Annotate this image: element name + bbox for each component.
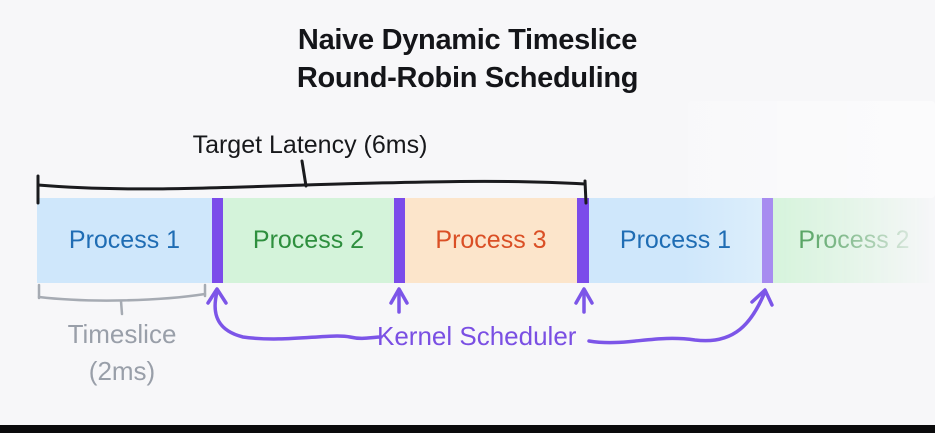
- bottom-border: [0, 425, 935, 433]
- timeline-bar: Process 1 Process 2 Process 3 Process 1 …: [0, 198, 935, 283]
- target-latency-label: Target Latency (6ms): [192, 131, 428, 159]
- scheduler-divider: [212, 198, 223, 283]
- timeslice-label-line-1: Timeslice: [67, 319, 177, 349]
- process-block: Process 3: [405, 198, 577, 283]
- process-block: Process 1: [589, 198, 762, 283]
- up-arrow-icon: [574, 287, 594, 314]
- kernel-scheduler-label: Kernel Scheduler: [377, 321, 577, 351]
- title-line-2: Round-Robin Scheduling: [296, 62, 639, 94]
- page-title: Naive Dynamic Timeslice Round-Robin Sche…: [0, 21, 935, 97]
- process-label: Process 3: [435, 226, 547, 254]
- process-label: Process 2: [252, 226, 365, 254]
- process-label: Process 2: [798, 226, 910, 254]
- process-block: Process 2: [223, 198, 394, 283]
- up-arrow-icon: [206, 287, 383, 341]
- timeslice-brace-icon: [37, 283, 207, 316]
- title-line-1: Naive Dynamic Timeslice: [297, 24, 638, 56]
- process-block-faded: Process 2: [773, 198, 935, 283]
- scheduler-divider-faded: [762, 198, 773, 283]
- timeslice-label-line-2: (2ms): [88, 356, 156, 386]
- fade-out-glow: [688, 101, 935, 198]
- timeslice-label: Timeslice (2ms): [38, 316, 206, 390]
- target-latency-brace-icon: [36, 159, 588, 205]
- process-block: Process 1: [37, 198, 212, 283]
- scheduler-divider: [394, 198, 405, 283]
- process-label: Process 1: [619, 226, 732, 254]
- up-arrow-icon: [389, 287, 409, 314]
- scheduler-divider: [577, 198, 589, 283]
- process-label: Process 1: [68, 226, 181, 254]
- up-arrow-icon: [587, 288, 774, 345]
